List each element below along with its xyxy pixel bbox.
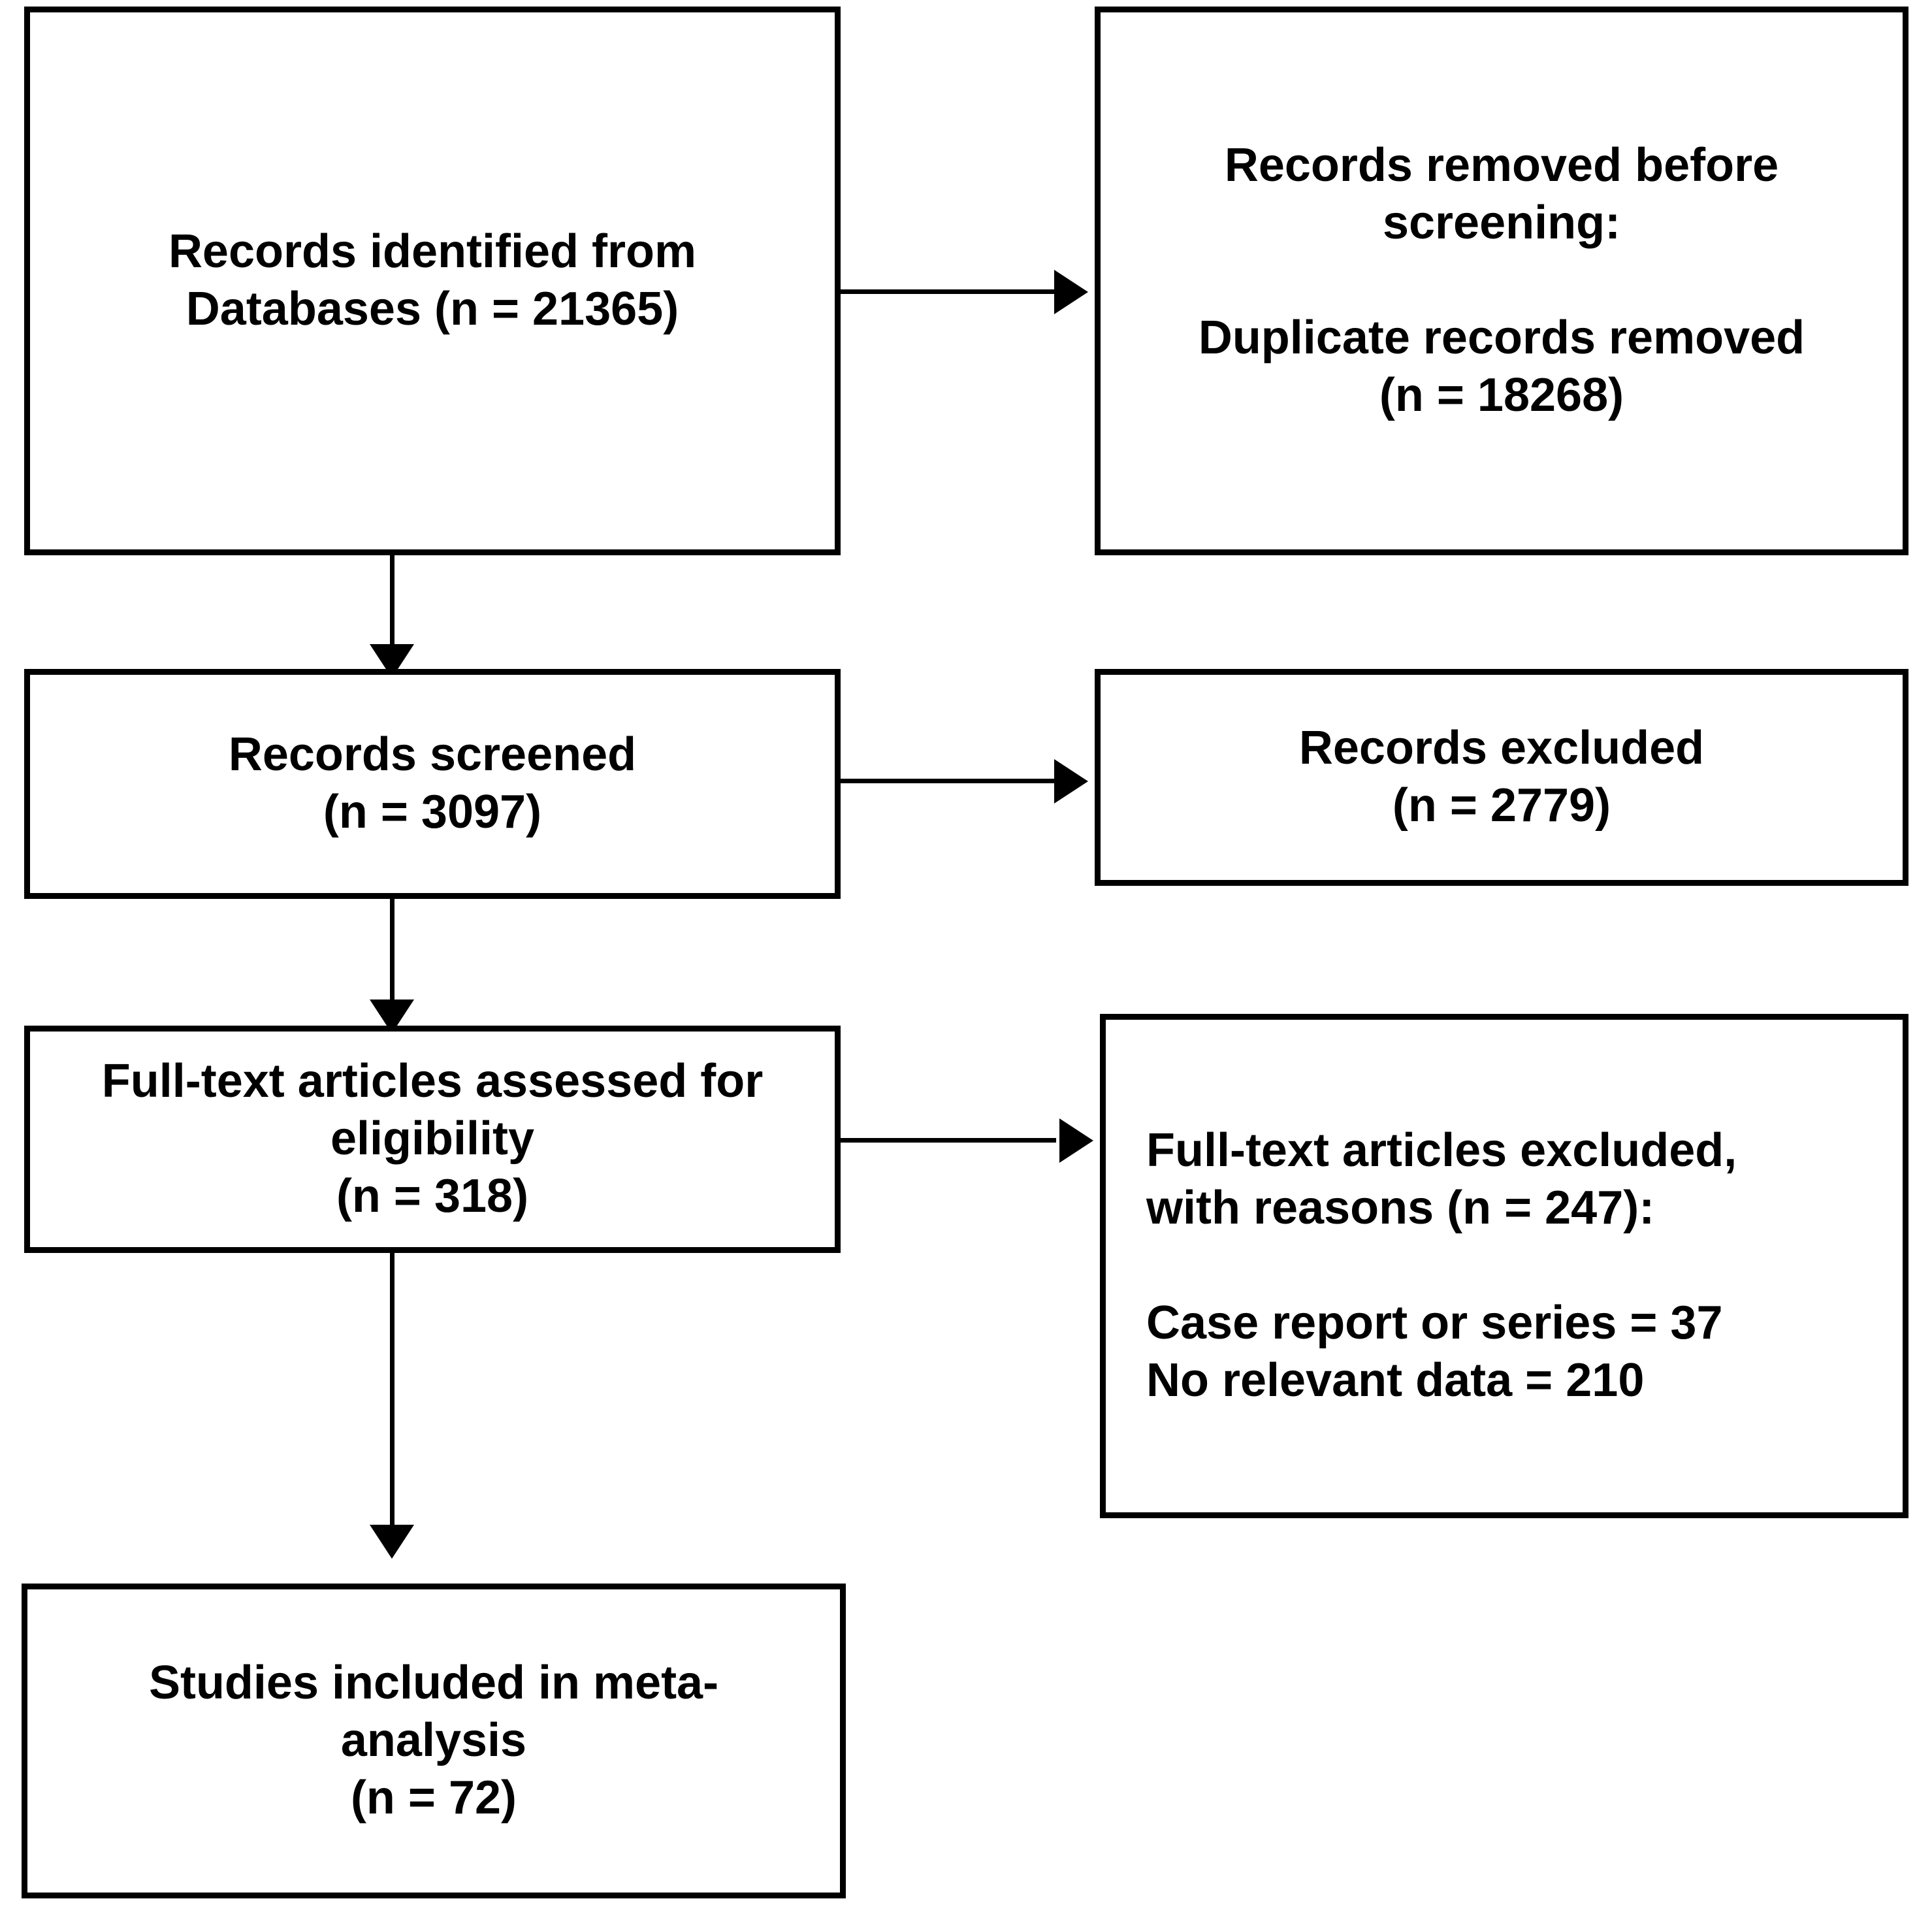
- node-records-removed-before-screening-label: Records removed before screening: Duplic…: [1198, 139, 1805, 421]
- connector-fulltext-to-fulltext-excluded-arrowhead-icon: [1059, 1118, 1093, 1163]
- node-records-removed-before-screening: Records removed before screening: Duplic…: [1095, 7, 1908, 555]
- connector-screened-to-fulltext-line: [390, 899, 394, 1002]
- node-records-excluded-label: Records excluded (n = 2779): [1298, 722, 1705, 832]
- node-full-text-articles-excluded-label: Full-text articles excluded, with reason…: [1146, 1124, 1737, 1406]
- node-studies-included-label: Studies included in meta- analysis (n = …: [148, 1657, 719, 1824]
- connector-identified-to-screened-line: [390, 555, 394, 647]
- node-full-text-articles-excluded: Full-text articles excluded, with reason…: [1100, 1014, 1908, 1518]
- connector-identified-to-removed-line: [841, 289, 1056, 294]
- node-records-screened-label: Records screened (n = 3097): [228, 728, 637, 838]
- connector-fulltext-to-included-line: [390, 1253, 394, 1527]
- node-studies-included: Studies included in meta- analysis (n = …: [22, 1584, 846, 1898]
- connector-fulltext-to-fulltext-excluded-line: [841, 1138, 1056, 1143]
- connector-fulltext-to-included-arrowhead-icon: [370, 1525, 414, 1559]
- node-records-excluded: Records excluded (n = 2779): [1095, 669, 1908, 886]
- node-full-text-articles-assessed-label: Full-text articles assessed for eligibil…: [101, 1055, 764, 1222]
- node-records-screened: Records screened (n = 3097): [24, 669, 841, 899]
- node-full-text-articles-assessed: Full-text articles assessed for eligibil…: [24, 1026, 841, 1253]
- node-records-identified: Records identified from Databases (n = 2…: [24, 7, 841, 555]
- connector-screened-to-excluded-arrowhead-icon: [1054, 759, 1088, 804]
- connector-identified-to-removed-arrowhead-icon: [1054, 270, 1088, 314]
- node-records-identified-label: Records identified from Databases (n = 2…: [168, 225, 697, 335]
- connector-screened-to-excluded-line: [841, 779, 1056, 783]
